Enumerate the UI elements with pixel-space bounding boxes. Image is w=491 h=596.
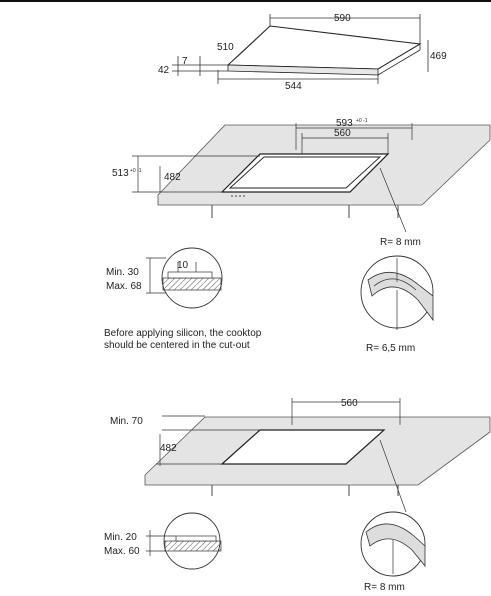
note-line-1: Before applying silicon, the cooktop: [104, 328, 262, 339]
dim-base-label: 544: [285, 81, 302, 92]
dim-front-label: Min. 70: [110, 416, 143, 427]
thickness-detail-1: [146, 247, 223, 309]
cooktop-top-face: [226, 25, 422, 70]
dim-depth-2-label: 482: [160, 443, 177, 454]
note-line-2: should be centered in the cut-out: [104, 340, 250, 351]
dim-inner-width-label: 560: [334, 128, 351, 139]
corner-detail-2: [360, 511, 426, 577]
thickness-min-label: Min. 30: [106, 267, 139, 278]
dim-outer-width-label: 593: [336, 118, 353, 129]
radius-2-label: R= 8 mm: [364, 582, 405, 593]
corner-detail-1: [360, 255, 434, 330]
offset-label: 10: [177, 260, 189, 271]
radius-outer-label: R= 8 mm: [380, 237, 421, 248]
dim-height-label: 42: [158, 65, 170, 76]
dots: [231, 195, 245, 197]
dim-width-label: 590: [334, 13, 351, 24]
thickness-2-max-label: Max. 60: [104, 546, 140, 557]
top-border: [0, 0, 491, 2]
thickness-2-min-label: Min. 20: [104, 532, 137, 543]
dim-inner-depth-label: 482: [164, 172, 181, 183]
thickness-max-label: Max. 68: [106, 281, 142, 292]
cutout-2-view: [144, 398, 491, 513]
dim-depth-left-label: 510: [217, 42, 234, 53]
dim-width-2-label: 560: [341, 398, 358, 409]
dim-outer-depth-tol: +0 -1: [130, 168, 142, 174]
cutout-2-opening: [220, 429, 386, 465]
dim-depth-right-label: 469: [430, 51, 447, 62]
dim-outer-width-tol: +0 -1: [356, 118, 368, 124]
dim-glass-label: 7: [182, 56, 188, 67]
cooktop-dimension-view: [172, 14, 429, 84]
thickness-detail-2: [146, 512, 222, 570]
cutout-1-view: [132, 123, 491, 233]
dim-outer-depth-label: 513: [112, 168, 129, 179]
radius-inner-label: R= 6,5 mm: [366, 343, 415, 354]
